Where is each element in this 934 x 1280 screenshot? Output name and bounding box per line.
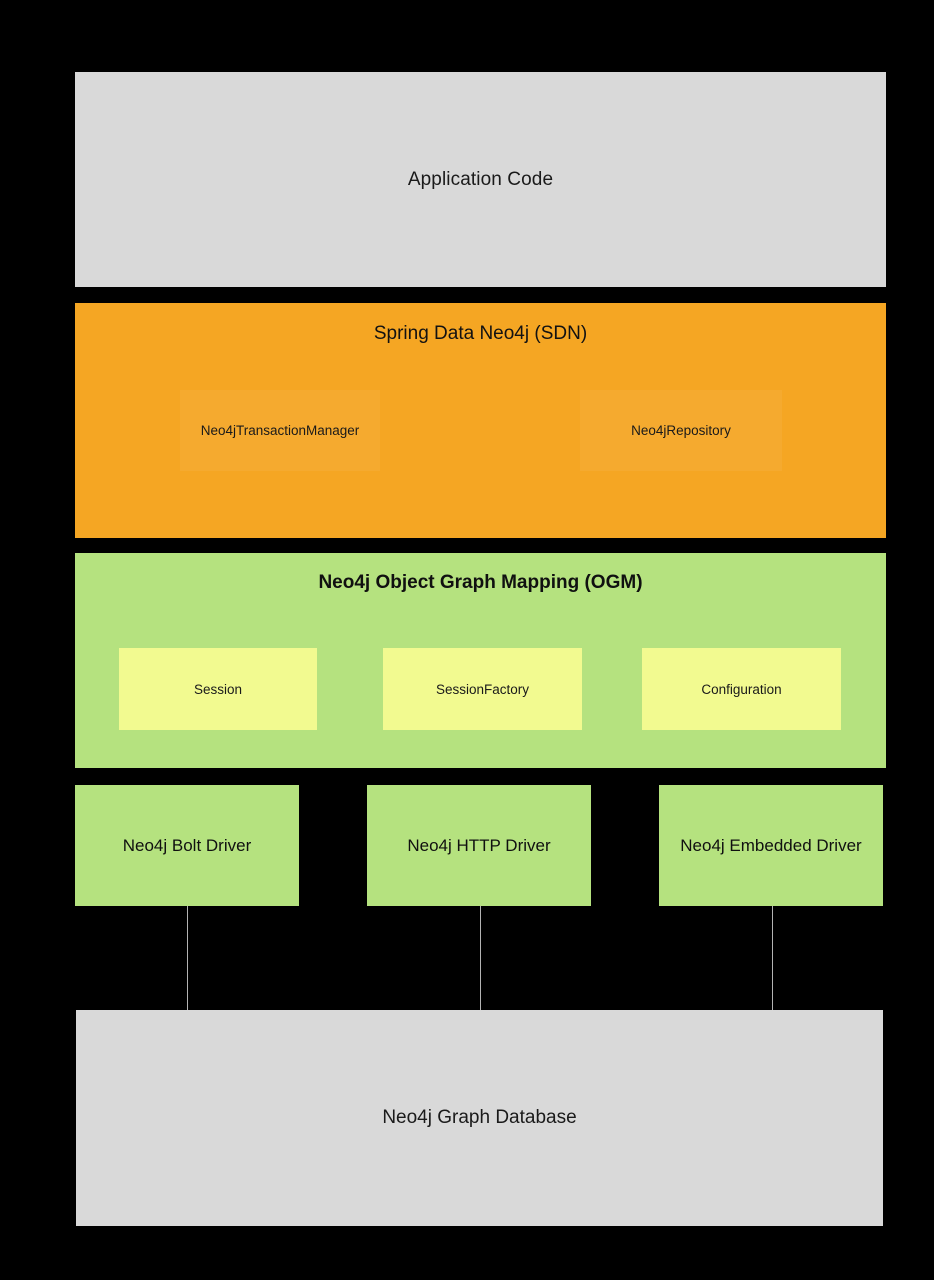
component-session-factory: SessionFactory [383,648,582,730]
connector-line-bolt-to-database [187,906,188,1010]
driver-embedded: Neo4j Embedded Driver [659,785,883,906]
driver-label: Neo4j HTTP Driver [407,835,551,855]
component-session: Session [119,648,317,730]
component-configuration: Configuration [642,648,841,730]
component-label: Neo4jTransactionManager [200,423,360,438]
component-label: Session [193,681,243,697]
driver-label: Neo4j Bolt Driver [122,835,252,855]
connector-line-embedded-to-database [772,906,773,1010]
component-label: Neo4jRepository [631,423,731,438]
application-code-label: Application Code [407,168,554,190]
driver-label: Neo4j Embedded Driver [680,835,862,855]
neo4j-graph-database-label: Neo4j Graph Database [382,1107,577,1128]
connector-line-http-to-database [480,906,481,1010]
spring-data-neo4j-title: Spring Data Neo4j (SDN) [373,323,588,344]
driver-http: Neo4j HTTP Driver [367,785,591,906]
component-neo4j-repository: Neo4jRepository [580,390,782,471]
component-neo4j-transaction-manager: Neo4jTransactionManager [180,390,380,471]
component-label: SessionFactory [435,681,530,697]
component-label: Configuration [701,681,782,697]
neo4j-ogm-title: Neo4j Object Graph Mapping (OGM) [318,572,643,593]
driver-bolt: Neo4j Bolt Driver [75,785,299,906]
layer-spring-data-neo4j: Spring Data Neo4j (SDN) Neo4jTransaction… [75,303,886,538]
layer-neo4j-graph-database: Neo4j Graph Database [76,1010,883,1226]
layer-application-code: Application Code [75,72,886,287]
layer-neo4j-ogm: Neo4j Object Graph Mapping (OGM) Session… [75,553,886,768]
